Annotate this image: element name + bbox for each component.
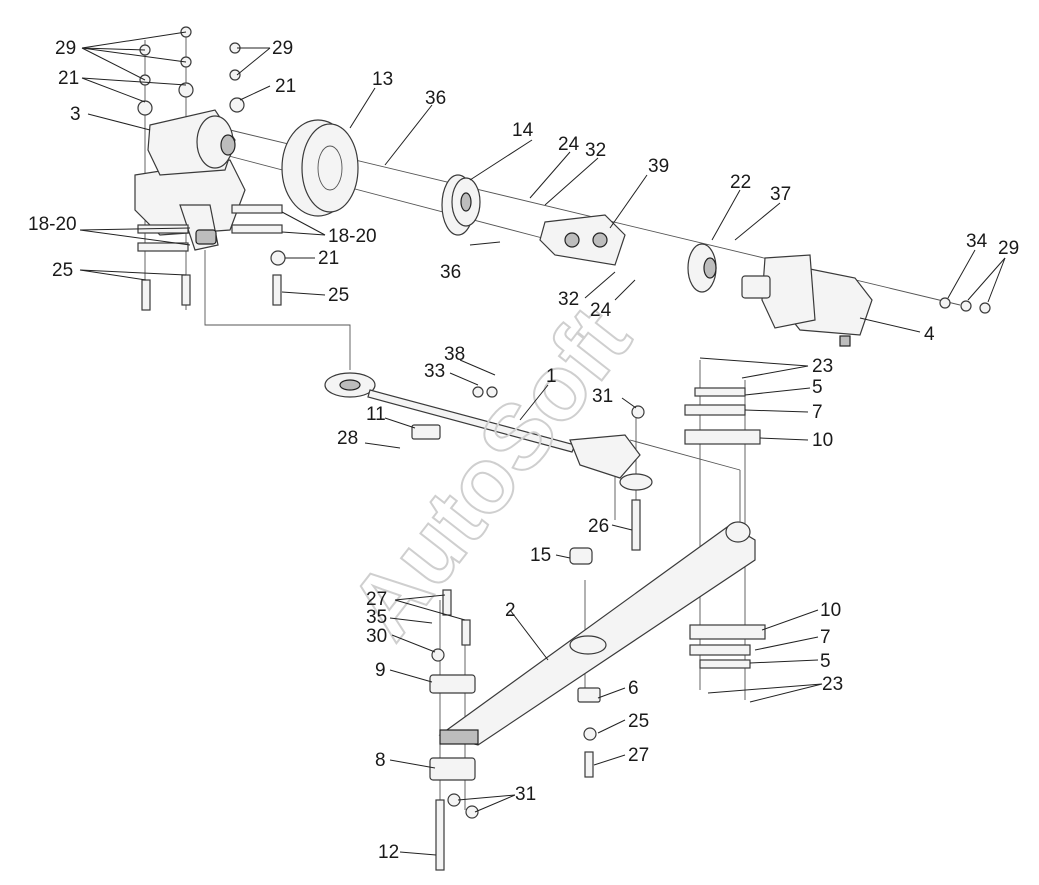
callout-27-bottom: 27 [628, 745, 649, 766]
flange-part-22 [687, 243, 717, 293]
callout-27-top: 27 [366, 589, 387, 610]
motor-part-4 [741, 254, 873, 347]
gearbox-part-3 [134, 109, 246, 251]
callout-37: 37 [770, 184, 791, 205]
callout-35: 35 [366, 607, 387, 628]
callout-10-bottom: 10 [820, 600, 841, 621]
callout-25-left: 25 [52, 260, 73, 281]
callout-34: 34 [966, 231, 988, 252]
callout-23-bottom: 23 [822, 674, 843, 695]
callout-7-bottom: 7 [820, 627, 831, 648]
callout-32-bottom: 32 [558, 289, 579, 310]
callout-21-mid: 21 [318, 248, 339, 269]
linkage-rod-part-1 [324, 372, 653, 491]
callout-8: 8 [375, 750, 386, 771]
callout-38: 38 [444, 344, 465, 365]
callout-12: 12 [378, 842, 399, 863]
callout-31-bottom: 31 [515, 784, 536, 805]
callout-18-20-left: 18-20 [28, 214, 77, 235]
callout-9: 9 [375, 660, 386, 681]
callout-6: 6 [628, 678, 639, 699]
callout-29-top-right: 29 [272, 38, 293, 59]
callout-33: 33 [424, 361, 445, 382]
arm-part-2 [438, 521, 756, 746]
small-parts [137, 26, 991, 871]
coupling-part-39 [539, 214, 626, 266]
callout-39: 39 [648, 156, 669, 177]
callout-3: 3 [70, 104, 81, 125]
callout-25-mid: 25 [328, 285, 349, 306]
callout-36-top: 36 [425, 88, 446, 109]
callout-5-top: 5 [812, 377, 823, 398]
callout-15: 15 [530, 545, 551, 566]
flywheel-part-13 [281, 119, 359, 217]
callout-25-bottom: 25 [628, 711, 649, 732]
callout-30: 30 [366, 626, 387, 647]
callout-14: 14 [512, 120, 534, 141]
callout-18-20-right: 18-20 [328, 226, 377, 247]
callout-4: 4 [924, 324, 935, 345]
callout-13: 13 [372, 69, 393, 90]
callout-10-top: 10 [812, 430, 833, 451]
callout-labels: 29 29 21 21 3 13 36 14 24 32 39 22 37 34… [28, 38, 1019, 863]
callout-21-top-left: 21 [58, 68, 79, 89]
callout-21-top-right: 21 [275, 76, 296, 97]
callout-26: 26 [588, 516, 609, 537]
flange-part-14 [441, 174, 481, 236]
callout-11: 11 [366, 404, 386, 425]
callout-5-bottom: 5 [820, 651, 831, 672]
callout-29-top-left: 29 [55, 38, 76, 59]
callout-36-bottom: 36 [440, 262, 461, 283]
callout-32-top: 32 [585, 140, 606, 161]
callout-28: 28 [337, 428, 358, 449]
callout-23-top: 23 [812, 356, 833, 377]
callout-24-bottom: 24 [590, 300, 612, 321]
callout-24-top: 24 [558, 134, 580, 155]
callout-29-right: 29 [998, 238, 1019, 259]
callout-7-top: 7 [812, 402, 823, 423]
callout-1: 1 [546, 366, 557, 387]
callout-22: 22 [730, 172, 751, 193]
leader-lines [79, 31, 1006, 856]
callout-2: 2 [505, 600, 516, 621]
callout-31-top: 31 [592, 386, 613, 407]
